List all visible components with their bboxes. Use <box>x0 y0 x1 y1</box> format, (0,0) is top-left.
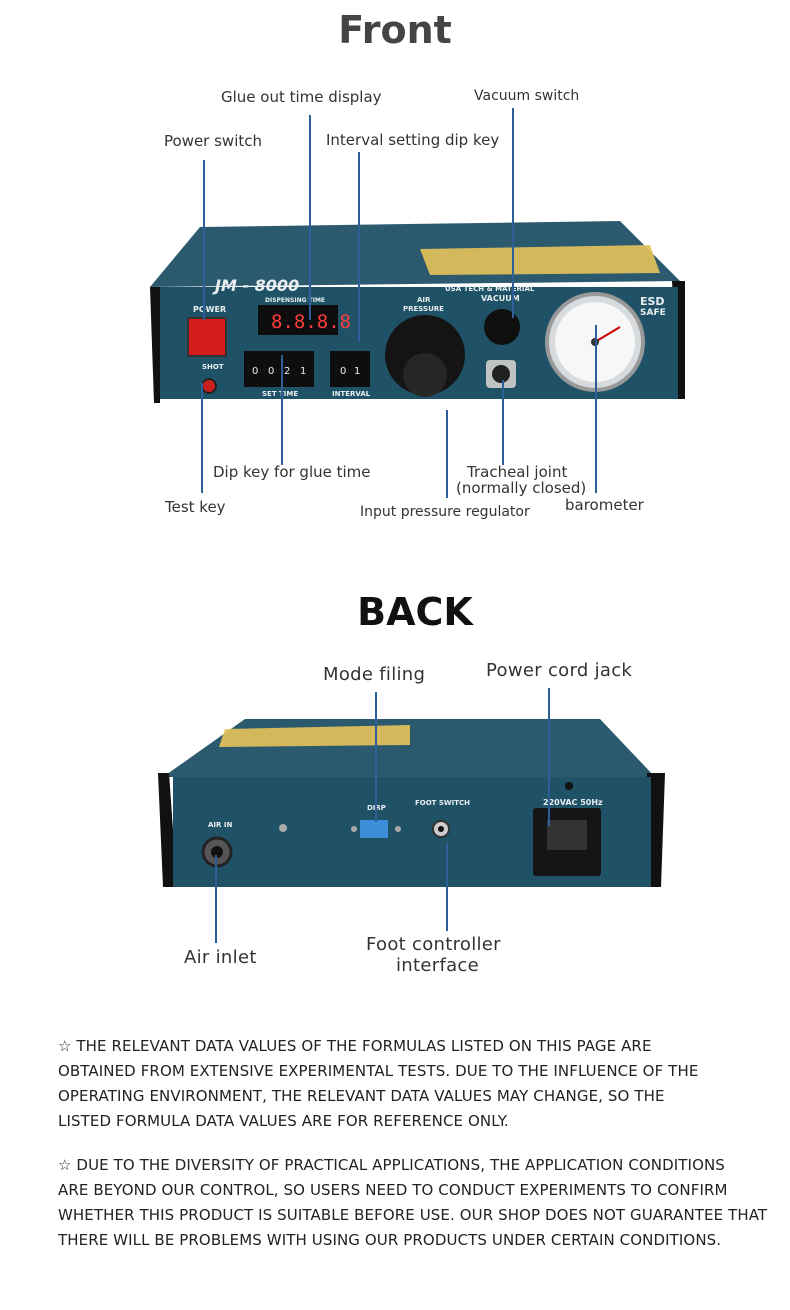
tracheal-joint <box>492 365 510 383</box>
label-power-cord-jack: Power cord jack <box>486 660 633 681</box>
note-line: ☆ DUE TO THE DIVERSITY OF PRACTICAL APPL… <box>58 1156 725 1174</box>
note-line: ARE BEYOND OUR CONTROL, SO USERS NEED TO… <box>58 1181 728 1199</box>
panel-safe-text: SAFE <box>640 308 666 318</box>
note-line: OBTAINED FROM EXTENSIVE EXPERIMENTAL TES… <box>58 1062 699 1080</box>
label-foot-controller-interface: interface <box>396 955 479 976</box>
panel-settime-text: SET TIME <box>262 390 298 398</box>
set-time-digit[interactable]: 1 <box>300 366 306 377</box>
label-power-switch: Power switch <box>164 132 263 150</box>
panel-power-text: POWER <box>193 305 226 314</box>
panel-foot-switch-text: FOOT SWITCH <box>415 799 470 807</box>
label-vacuum-switch: Vacuum switch <box>474 88 580 104</box>
mode-dip-switch[interactable] <box>360 820 388 838</box>
panel-vacuum-text: VACUUM <box>481 294 520 303</box>
front-device-image: JM - 8000 USA TECH & MATERIAL ESD SAFE P… <box>150 221 685 403</box>
panel-air-text: AIR <box>417 296 431 304</box>
label-foot-controller: Foot controller <box>366 934 501 955</box>
interval-digit[interactable]: 1 <box>354 366 360 377</box>
back-device-image: AIR IN DIRP FOOT SWITCH 220VAC 50Hz <box>158 719 665 887</box>
back-heading: BACK <box>357 590 473 634</box>
panel-voltage-text: 220VAC 50Hz <box>543 798 603 807</box>
panel-shot-text: SHOT <box>202 363 224 371</box>
label-interval-dip-key: Interval setting dip key <box>326 131 500 149</box>
label-test-key: Test key <box>165 498 226 516</box>
set-time-digit[interactable]: 0 <box>268 366 274 377</box>
interval-digit[interactable]: 0 <box>340 366 346 377</box>
label-dip-key-glue-time: Dip key for glue time <box>213 463 371 481</box>
panel-air-in-text: AIR IN <box>208 821 232 829</box>
panel-brand-text: USA TECH & MATERIAL <box>445 285 535 293</box>
test-key[interactable] <box>201 378 217 394</box>
label-input-pressure-regulator: Input pressure regulator <box>360 504 530 520</box>
label-air-inlet: Air inlet <box>184 947 257 968</box>
power-switch[interactable] <box>187 317 227 357</box>
note-line: OPERATING ENVIRONMENT, THE RELEVANT DATA… <box>58 1087 665 1105</box>
note-line: WHETHER THIS PRODUCT IS SUITABLE BEFORE … <box>58 1206 768 1224</box>
set-time-digit[interactable]: 2 <box>284 366 290 377</box>
note-line: ☆ THE RELEVANT DATA VALUES OF THE FORMUL… <box>58 1037 652 1055</box>
label-tracheal-joint: Tracheal joint <box>467 463 568 481</box>
label-normally-closed: (normally closed) <box>456 479 587 497</box>
vacuum-knob[interactable] <box>484 309 520 345</box>
panel-esd-text: ESD <box>640 295 665 308</box>
label-glue-out-time-display: Glue out time display <box>221 88 382 106</box>
panel-dispensing-text: DISPENSING TIME <box>265 297 325 304</box>
label-barometer: barometer <box>565 496 644 514</box>
time-display: 8.8.8.8 <box>271 311 351 333</box>
note-line: LISTED FORMULA DATA VALUES ARE FOR REFER… <box>58 1112 509 1130</box>
panel-pressure-text: PRESSURE <box>403 305 444 313</box>
note-line: THERE WILL BE PROBLEMS WITH USING OUR PR… <box>58 1231 722 1249</box>
label-mode-filing: Mode filing <box>323 664 426 685</box>
panel-model-text: JM - 8000 <box>212 276 299 295</box>
panel-interval-text: INTERVAL <box>332 390 371 398</box>
set-time-digit[interactable]: 0 <box>252 366 258 377</box>
front-heading: Front <box>338 8 452 52</box>
